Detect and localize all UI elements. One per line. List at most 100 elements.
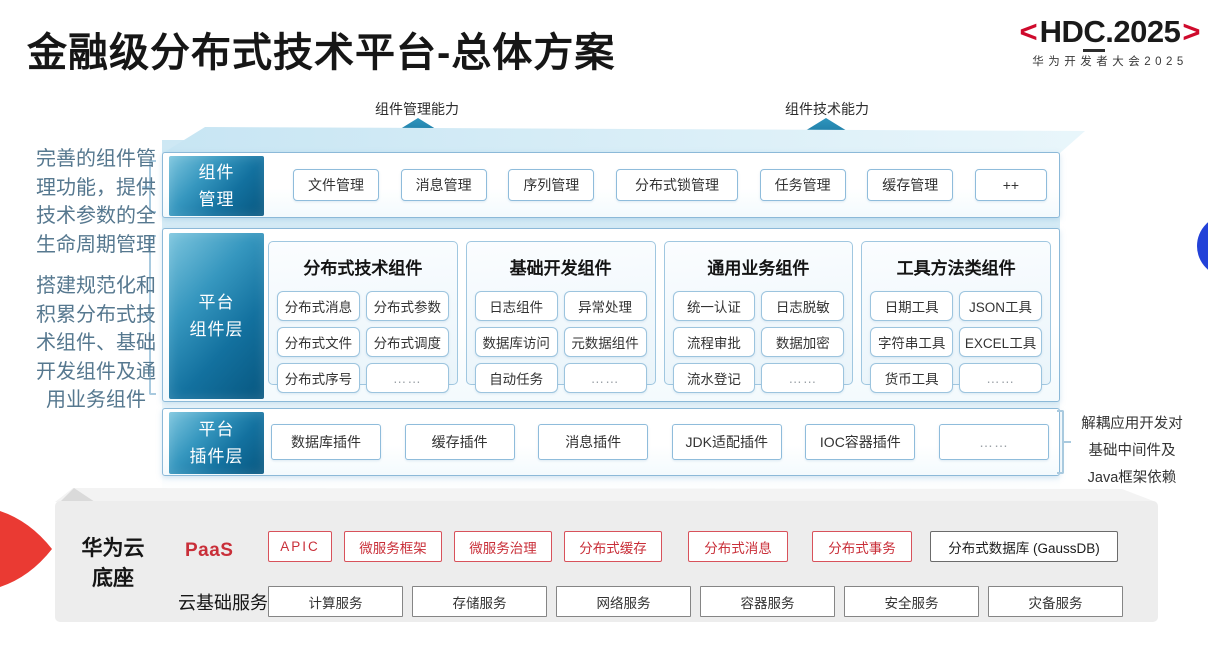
component-item: 元数据组件 [563, 327, 647, 357]
layer-label-line: 组件层 [189, 320, 244, 339]
component-item: JSON工具 [959, 291, 1042, 321]
group-tool-methods: 工具方法类组件 日期工具 JSON工具 字符串工具 EXCEL工具 货币工具 …… [861, 241, 1051, 393]
component-item: 字符串工具 [870, 327, 954, 357]
foundation-label-line: 底座 [92, 567, 134, 590]
blue-circle-decoration [1197, 215, 1208, 277]
component-management-items: 文件管理 消息管理 序列管理 分布式锁管理 任务管理 缓存管理 ++ [293, 153, 1047, 217]
layer-label-line: 平台 [198, 420, 235, 439]
component-item: 异常处理 [563, 291, 647, 321]
component-item: 分布式参数 [365, 291, 449, 321]
logo-subtitle: 华为开发者大会2025 [1032, 56, 1188, 68]
group-grid: 统一认证 日志脱敏 流程审批 数据加密 流水登记 …… [672, 291, 845, 393]
logo-right-angle-icon: > [1182, 14, 1201, 49]
plugin-item: 缓存插件 [404, 424, 515, 460]
component-item-more: …… [959, 363, 1042, 393]
paas-label: PaaS [185, 540, 234, 561]
note-component-management: 完善的组件管 理功能，提供 技术参数的全 生命周期管理 [36, 148, 156, 256]
cloud-service-item: 安全服务 [844, 586, 979, 617]
component-item: 数据加密 [761, 327, 845, 357]
component-item-more: …… [365, 363, 449, 393]
logo-text-pre: HD [1039, 14, 1084, 49]
component-item: 日期工具 [870, 291, 954, 321]
logo-text-underlined: C [1083, 14, 1106, 52]
note-platform-components: 搭建规范化和 积累分布式技 术组件、基础 开发组件及通 用业务组件 [36, 275, 156, 411]
component-item: 分布式序号 [277, 363, 360, 393]
layer-label-line: 平台 [198, 293, 235, 312]
layer-label-platform-plugins: 平台 插件层 [169, 412, 264, 474]
mgmt-item-more: ++ [974, 169, 1047, 201]
mgmt-item: 缓存管理 [867, 169, 954, 201]
hdc-logo-text: < HDC.2025 > [1012, 14, 1208, 52]
component-item: EXCEL工具 [959, 327, 1042, 357]
group-title: 通用业务组件 [707, 259, 810, 278]
foundation-label-line: 华为云 [81, 537, 145, 560]
layer-component-management: 组件 管理 文件管理 消息管理 序列管理 分布式锁管理 任务管理 缓存管理 ++ [162, 152, 1060, 218]
capability-label-technology: 组件技术能力 [785, 101, 869, 117]
component-item: 货币工具 [870, 363, 954, 393]
component-item: 日志脱敏 [761, 291, 845, 321]
plugin-item: 数据库插件 [271, 424, 381, 460]
component-groups: 分布式技术组件 分布式消息 分布式参数 分布式文件 分布式调度 分布式序号 ……… [268, 241, 1051, 393]
component-item: 流水登记 [672, 363, 756, 393]
plugin-item: 消息插件 [538, 424, 649, 460]
mgmt-item: 序列管理 [508, 169, 595, 201]
cloud-service-item: 计算服务 [268, 586, 403, 617]
layer-platform-plugins: 平台 插件层 数据库插件 缓存插件 消息插件 JDK适配插件 IOC容器插件 …… [162, 408, 1060, 476]
plugin-items: 数据库插件 缓存插件 消息插件 JDK适配插件 IOC容器插件 …… [271, 409, 1049, 475]
layer-label-line: 插件层 [189, 447, 244, 466]
component-item: 分布式消息 [277, 291, 360, 321]
group-basic-dev: 基础开发组件 日志组件 异常处理 数据库访问 元数据组件 自动任务 …… [465, 241, 656, 393]
component-item: 统一认证 [672, 291, 756, 321]
group-grid: 日志组件 异常处理 数据库访问 元数据组件 自动任务 …… [474, 291, 647, 393]
logo-wordmark: HDC.2025 [1039, 14, 1181, 52]
capability-label-management: 组件管理能力 [375, 101, 459, 117]
mgmt-item: 文件管理 [293, 169, 379, 201]
right-brace-icon [1057, 410, 1071, 474]
hdc-logo: < HDC.2025 > 华为开发者大会2025 [1012, 14, 1208, 69]
plugin-item: IOC容器插件 [805, 424, 916, 460]
cloud-services: 计算服务 存储服务 网络服务 容器服务 安全服务 灾备服务 [268, 586, 1123, 617]
foundation-label: 华为云 底座 [78, 534, 148, 594]
paas-service-item: 分布式事务 [812, 531, 912, 562]
cloud-service-item: 存储服务 [412, 586, 547, 617]
group-grid: 分布式消息 分布式参数 分布式文件 分布式调度 分布式序号 …… [277, 291, 449, 393]
component-item: 分布式调度 [365, 327, 449, 357]
layer-label-component-management: 组件 管理 [169, 156, 264, 216]
layer-label-line: 管理 [198, 190, 235, 209]
mgmt-item: 任务管理 [759, 169, 846, 201]
component-item: 数据库访问 [474, 327, 558, 357]
component-item: 流程审批 [672, 327, 756, 357]
group-title: 分布式技术组件 [303, 259, 423, 278]
mgmt-item: 消息管理 [400, 169, 487, 201]
plugin-item: JDK适配插件 [671, 424, 782, 460]
logo-text-post: .2025 [1105, 14, 1181, 49]
cloud-service-item: 网络服务 [556, 586, 691, 617]
component-item-more: …… [761, 363, 845, 393]
layer-label-line: 组件 [198, 163, 235, 182]
paas-service-item: APIC [268, 531, 332, 562]
component-item: 分布式文件 [277, 327, 360, 357]
paas-service-item: 分布式消息 [688, 531, 788, 562]
group-title: 基础开发组件 [509, 259, 612, 278]
stack-top-face [163, 127, 1085, 153]
left-brace-icon [142, 235, 156, 395]
cloud-service-item: 灾备服务 [988, 586, 1123, 617]
plugin-item-more: …… [938, 424, 1049, 460]
paas-service-item: 微服务治理 [454, 531, 552, 562]
paas-services: APIC 微服务框架 微服务治理 分布式缓存 分布式消息 分布式事务 分布式数据… [268, 531, 1118, 562]
cloud-service-item: 容器服务 [700, 586, 835, 617]
page-title: 金融级分布式技术平台-总体方案 [27, 31, 616, 75]
paas-service-item: 微服务框架 [344, 531, 442, 562]
group-title: 工具方法类组件 [896, 259, 1016, 278]
db-service-item: 分布式数据库 (GaussDB) [930, 531, 1118, 562]
foundation-top-face [55, 488, 1156, 502]
group-distributed-tech: 分布式技术组件 分布式消息 分布式参数 分布式文件 分布式调度 分布式序号 …… [268, 241, 458, 393]
left-brace-icon [142, 160, 156, 213]
mgmt-item: 分布式锁管理 [615, 169, 738, 201]
paas-service-item: 分布式缓存 [564, 531, 662, 562]
group-common-business: 通用业务组件 统一认证 日志脱敏 流程审批 数据加密 流水登记 …… [663, 241, 854, 393]
group-grid: 日期工具 JSON工具 字符串工具 EXCEL工具 货币工具 …… [870, 291, 1042, 393]
cloud-services-label: 云基础服务 [178, 593, 268, 613]
note-plugin-layer: 解耦应用开发对 基础中间件及 Java框架依赖 [1081, 416, 1183, 486]
